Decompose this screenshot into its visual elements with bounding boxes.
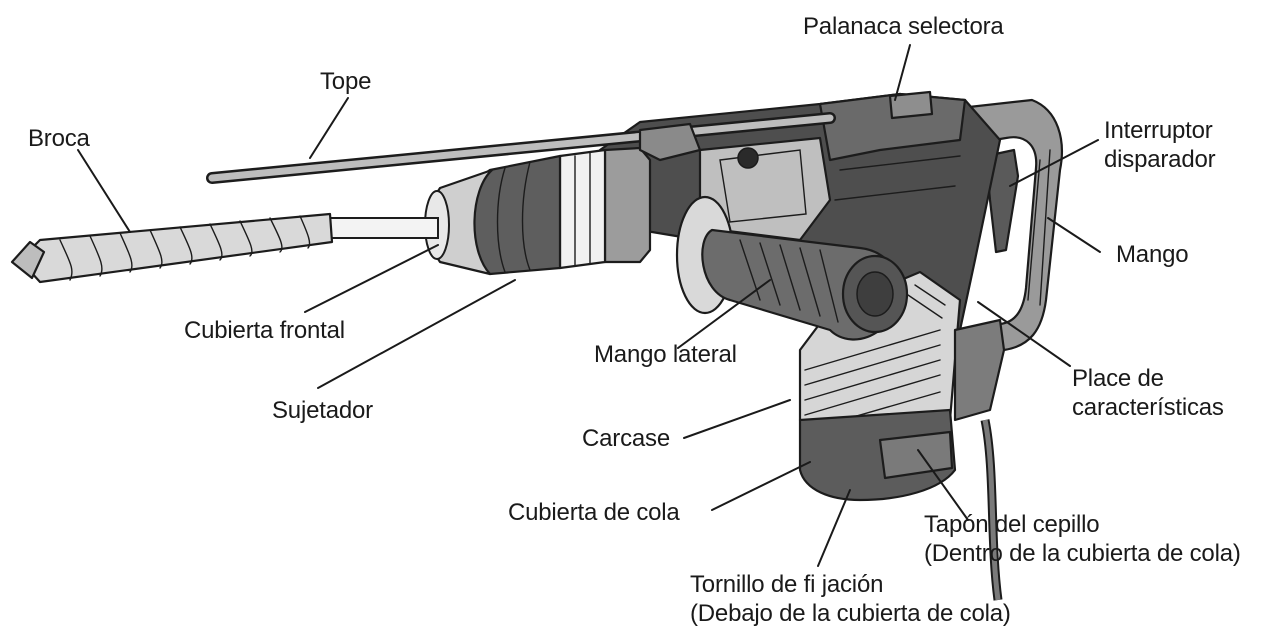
leader-place [977, 301, 1071, 367]
label-tornillo-line2: (Debajo de la cubierta de cola) [690, 600, 1011, 627]
leader-tapon [917, 449, 969, 521]
label-mango-lateral: Mango lateral [594, 341, 737, 368]
label-tope: Tope [320, 68, 372, 95]
label-cubierta-cola: Cubierta de cola [508, 499, 680, 526]
leader-interruptor [1009, 139, 1099, 187]
drill-bit [10, 212, 439, 284]
leader-cubierta-cola [711, 461, 811, 511]
label-place-line2: características [1072, 394, 1224, 421]
leader-tope [309, 97, 349, 159]
label-carcase: Carcase [582, 425, 670, 452]
power-cord [980, 419, 1003, 601]
label-place-line1: Place de [1072, 365, 1164, 392]
label-interruptor-disparador: Interruptor disparador [1104, 116, 1216, 174]
leader-sujetador [317, 279, 516, 389]
label-tornillo-line1: Tornillo de fi jación [690, 571, 884, 598]
label-tapon-line1: Tapón del cepillo [924, 511, 1100, 538]
label-tapon-cepillo: Tapón del cepillo (Dentro de la cubierta… [924, 510, 1241, 568]
leader-lines [77, 44, 1101, 567]
leader-broca [77, 149, 131, 233]
label-sujetador: Sujetador [272, 397, 373, 424]
depth-stop-rod [206, 112, 836, 184]
chuck-assembly [424, 146, 652, 276]
label-interruptor-line2: disparador [1104, 146, 1216, 173]
leader-mango-lateral [677, 279, 771, 349]
label-palanca-selectora: Palanaca selectora [803, 13, 1004, 40]
leader-mango [1047, 217, 1101, 253]
label-mango: Mango [1116, 241, 1189, 268]
label-tornillo-fijacion: Tornillo de fi jación (Debajo de la cubi… [690, 570, 1011, 628]
label-cubierta-frontal: Cubierta frontal [184, 317, 345, 344]
tail-cover [798, 408, 957, 502]
leader-tornillo [817, 489, 851, 567]
nameplate-area [953, 318, 1006, 422]
leader-palanca [894, 44, 911, 101]
leader-carcase [683, 399, 791, 439]
label-tapon-line2: (Dentro de la cubierta de cola) [924, 540, 1241, 567]
trigger-switch [984, 148, 1020, 254]
side-handle [675, 195, 909, 341]
label-place-caracteristicas: Place de características [1072, 364, 1224, 422]
label-broca: Broca [28, 125, 90, 152]
label-interruptor-line1: Interruptor [1104, 117, 1213, 144]
leader-cubierta-frontal [304, 244, 439, 313]
